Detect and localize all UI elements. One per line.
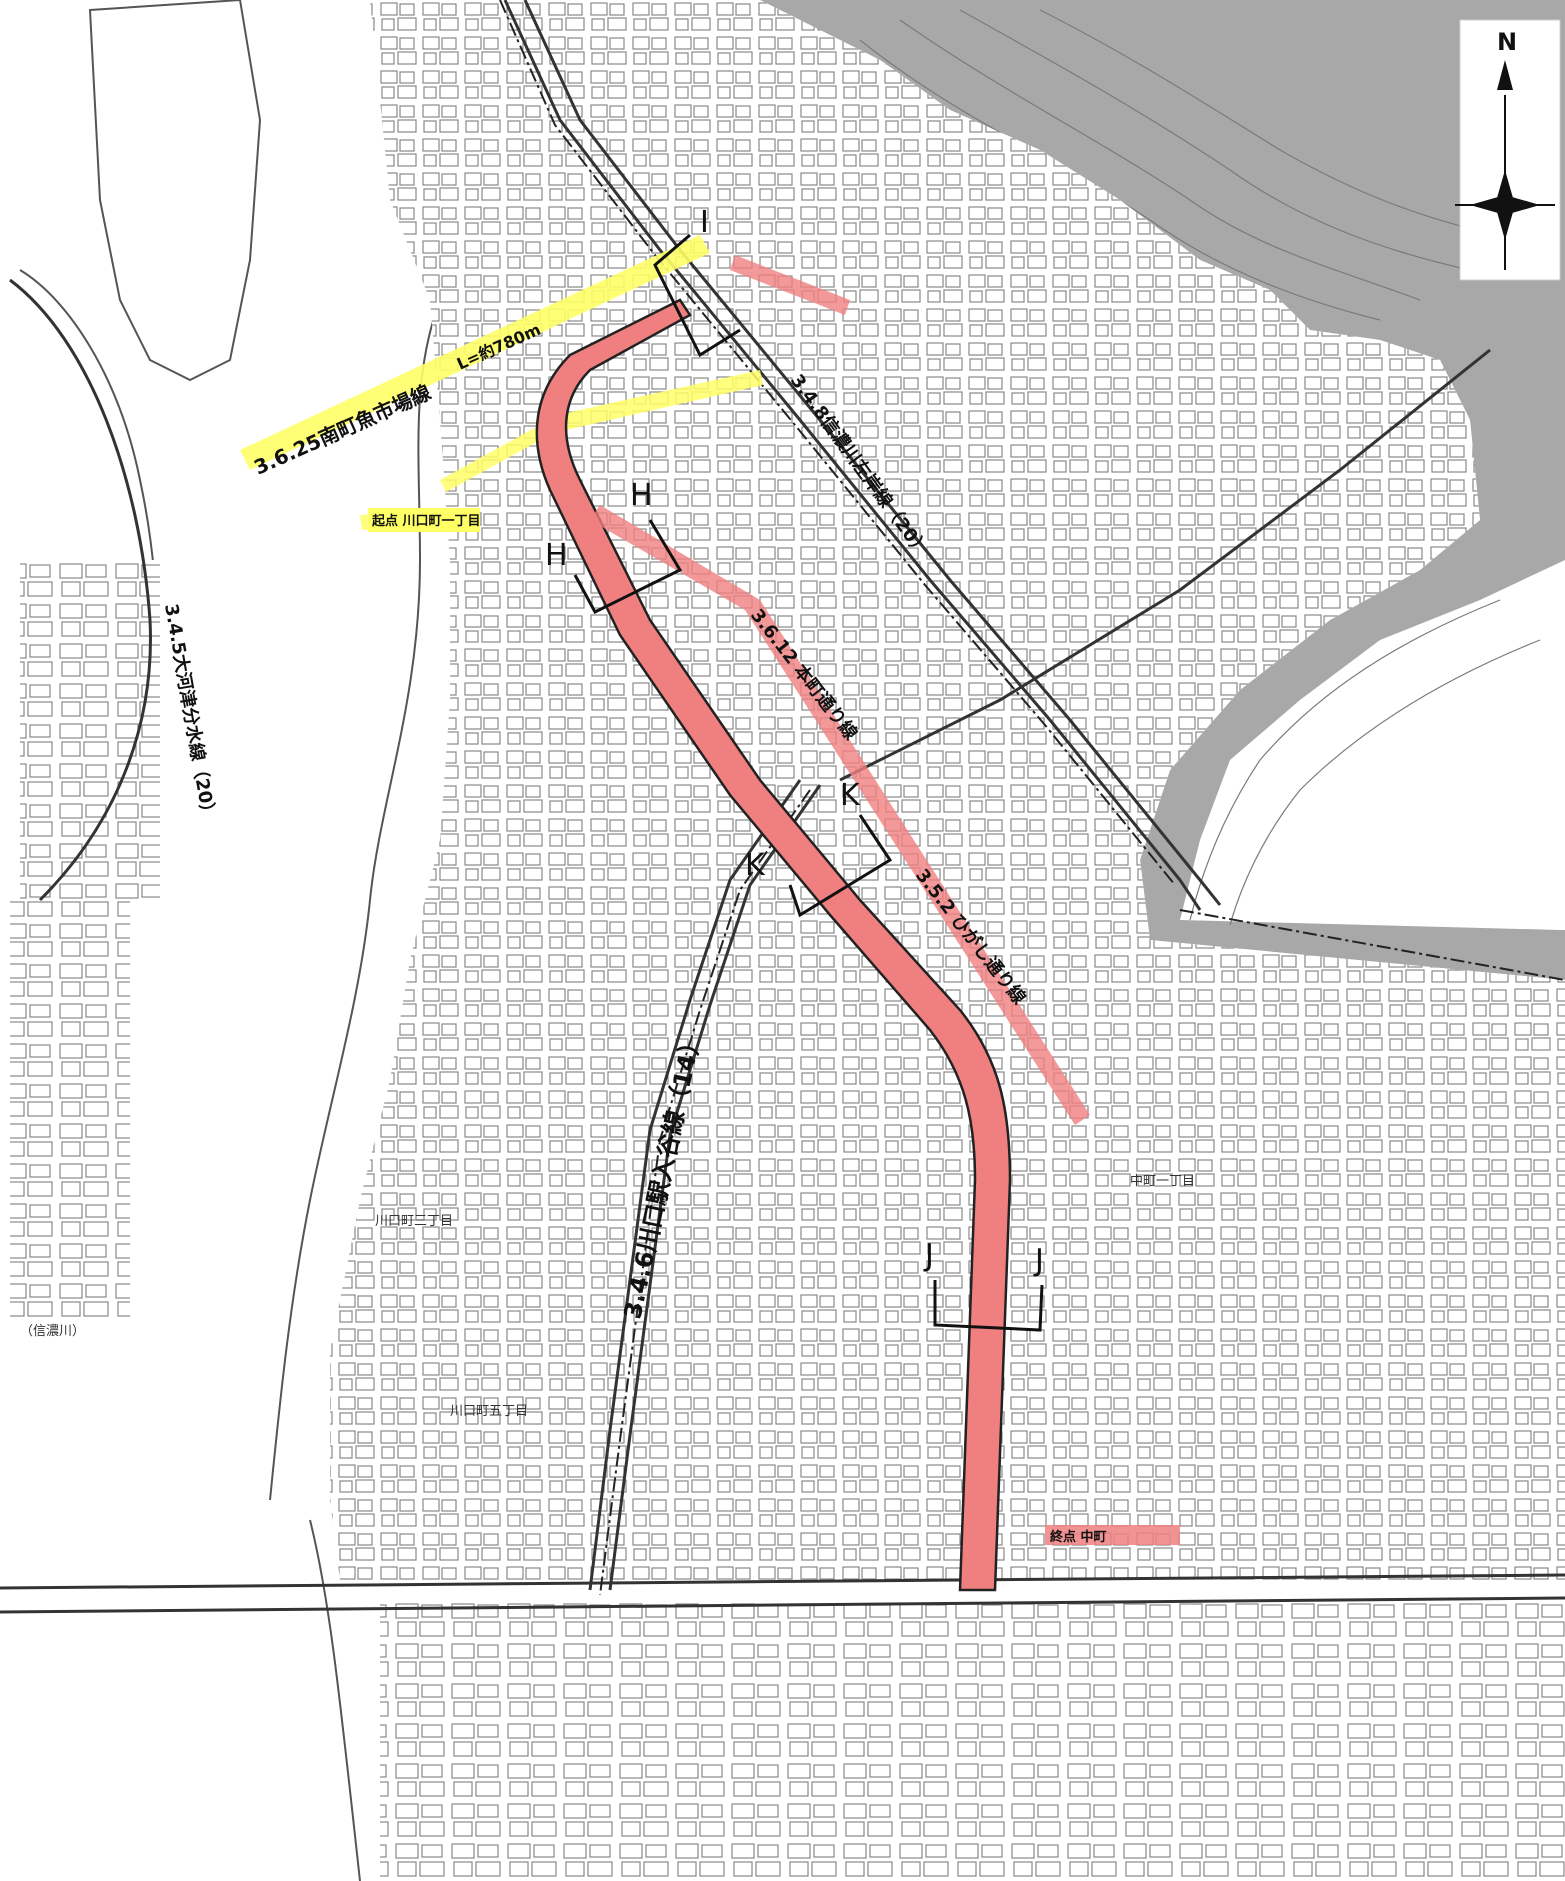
section-j-left-label: J (923, 1238, 934, 1273)
start-point-badge (368, 508, 480, 532)
area-label-1: 川口町三丁目 (375, 1214, 453, 1229)
section-i-label: I (700, 205, 709, 240)
section-h-left-label: H (545, 538, 568, 573)
section-h-right-label: H (630, 478, 653, 513)
section-j-right-label: J (1033, 1243, 1044, 1278)
section-k-right-label: K (840, 778, 861, 813)
section-markers (573, 233, 1044, 1332)
terrain-hills (760, 0, 1565, 980)
area-label-2: 川口町五丁目 (450, 1404, 528, 1419)
terrain-contours (859, 9, 1541, 926)
section-k-left-label: K (745, 848, 766, 883)
west-island (88, 0, 262, 382)
urban-blocks (10, 0, 1565, 1881)
end-point-label: 終点 中町 (1050, 1529, 1107, 1545)
area-label-3: 中町一丁目 (1130, 1174, 1195, 1189)
roads-dashdot (499, 0, 1565, 1596)
north-label: N (1497, 28, 1517, 56)
planned-route-red (535, 255, 1180, 1592)
river-label: （信濃川） (20, 1324, 85, 1339)
section-letters: I H H K K J J (545, 205, 1044, 1278)
north-arrow: N (1455, 19, 1561, 281)
roads (0, 0, 1565, 1614)
start-point-label: 起点 川口町一丁目 (371, 513, 481, 529)
